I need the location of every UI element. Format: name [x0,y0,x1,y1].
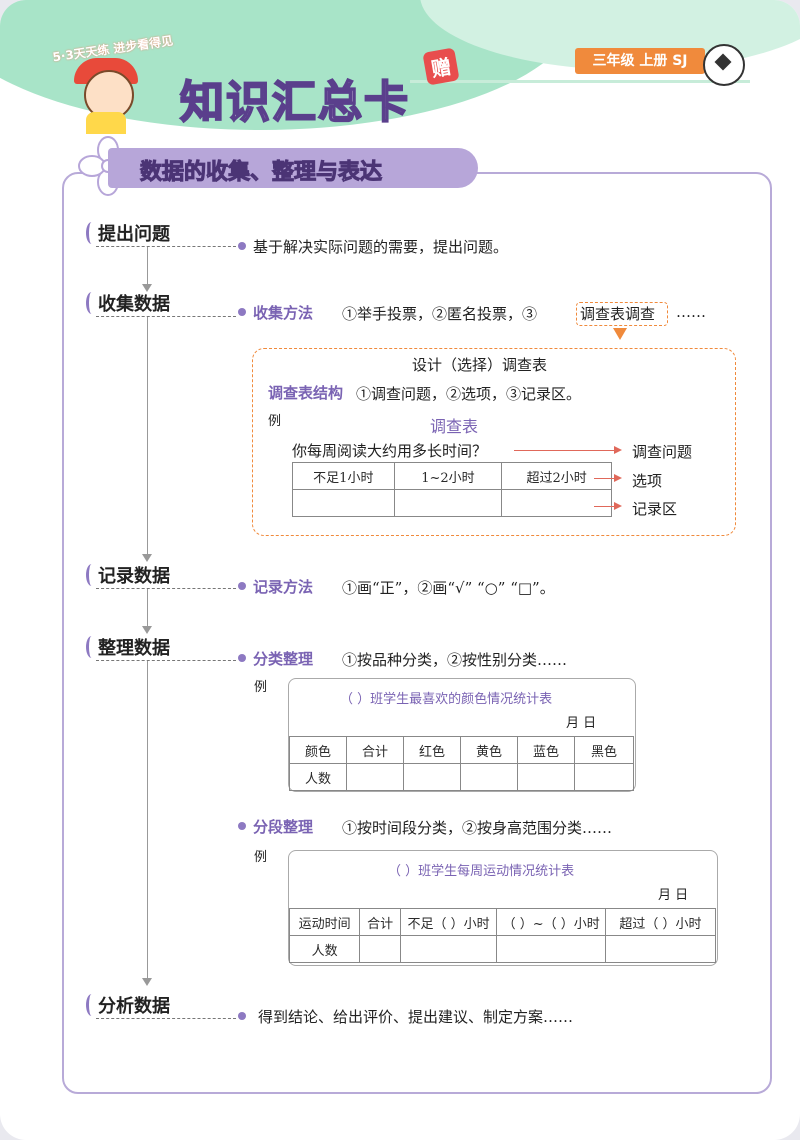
method-text: ①画“正”，②画“√” “○” “□”。 [342,579,555,597]
data-cell [604,935,717,963]
header-cell: 红色 [403,736,461,764]
bullet-dot [238,822,246,830]
step-label: 记录数据 [86,562,170,588]
down-arrow-icon [613,328,627,340]
section-title: 数据的收集、整理与表达 [139,160,383,186]
sport-table-frame [288,850,718,966]
section-banner [108,148,478,188]
flow-arrow [142,626,152,634]
survey-heading: 设计（选择）调查表 [412,356,548,374]
bullet-dot [238,582,246,590]
pointer-arrow [514,446,622,454]
color-table-frame [288,678,636,792]
record-cell [501,489,612,517]
leader-line [96,588,236,589]
date-field: 月 日 [566,716,597,731]
pointer-arrow [594,474,622,482]
step-label: 收集数据 [86,290,170,316]
step-label: 整理数据 [86,634,170,660]
step-description: 得到结论、给出评价、提出建议、制定方案…… [258,1008,574,1026]
bullet-dot [238,654,246,662]
record-cell [393,489,503,517]
leader-line [96,316,236,317]
header-cell: 运动时间 [288,908,361,936]
sport-table: 运动时间 合计 不足（ ）小时 （ ）~（ ）小时 超过（ ）小时 人数 [288,908,717,963]
method-tag: 记录方法 [253,578,314,596]
header-cell: 合计 [359,908,401,936]
segment-tag: 分段整理 [253,818,314,836]
classify-text: ①按品种分类，②按性别分类…… [342,651,568,669]
ellipsis: …… [676,303,706,321]
data-cell [517,763,575,791]
data-cell [460,763,518,791]
step-label: 分析数据 [86,992,170,1018]
bullet-dot [238,1012,246,1020]
step-description: 基于解决实际问题的需要，提出问题。 [253,238,509,256]
structure-text: ①调查问题，②选项，③记录区。 [356,385,582,403]
mascot-body [86,112,126,134]
header-cell: （ ）~（ ）小时 [496,908,606,936]
method-tag: 收集方法 [253,304,314,322]
option-cell: 1~2小时 [393,462,503,490]
record-cell [292,489,395,517]
flow-line [147,588,148,628]
step-label: 提出问题 [86,220,170,246]
row-label-cell: 人数 [289,763,347,791]
bullet-dot [238,242,246,250]
option-cell: 超过2小时 [501,462,612,490]
header-cell: 黑色 [574,736,634,764]
pointer-arrow [594,502,622,510]
soccer-ball-icon [703,44,745,86]
structure-tag: 调查表结构 [268,384,344,402]
leader-line [96,660,236,661]
date-field: 月 日 [658,888,689,903]
header-cell: 合计 [346,736,404,764]
annotation-record: 记录区 [632,500,678,518]
header-cell: 超过（ ）小时 [604,908,717,936]
leader-line [96,246,236,247]
flow-arrow [142,978,152,986]
page-title: 知识汇总卡 [179,76,410,129]
example-label: 例 [268,414,282,429]
data-cell [399,935,498,963]
annotation-options: 选项 [632,472,663,490]
row-label-cell: 人数 [288,935,361,963]
survey-table-title: 调查表 [430,417,479,436]
highlight-text: 调查表调查 [580,305,656,323]
grade-badge: 三年级 上册 SJ [575,48,705,74]
flow-arrow [142,554,152,562]
data-cell [403,763,461,791]
color-table-title: （ ）班学生最喜欢的颜色情况统计表 [340,692,553,707]
survey-table: 不足1小时 1~2小时 超过2小时 [292,462,612,517]
segment-text: ①按时间段分类，②按身高范围分类…… [342,819,613,837]
flow-arrow [142,284,152,292]
classify-tag: 分类整理 [253,650,314,668]
survey-design-box [252,348,736,536]
data-cell [346,763,404,791]
data-cell [359,935,401,963]
highlight-box [576,302,668,326]
example-label: 例 [254,850,268,865]
option-cell: 不足1小时 [292,462,395,490]
bullet-dot [238,308,246,316]
header-cell: 颜色 [289,736,347,764]
annotation-question: 调查问题 [632,443,693,461]
header-divider [410,80,750,83]
data-cell [574,763,634,791]
flow-line [147,316,148,556]
flow-line [147,246,148,286]
sport-table-title: （ ）班学生每周运动情况统计表 [388,864,575,879]
header-cell: 蓝色 [517,736,575,764]
leader-line [96,1018,236,1019]
method-text: ①举手投票，②匿名投票，③ [342,305,538,323]
header-cell: 不足（ ）小时 [399,908,498,936]
survey-question: 你每周阅读大约用多长时间？ [292,442,488,460]
example-label: 例 [254,680,268,695]
color-table: 颜色 合计 红色 黄色 蓝色 黑色 人数 [289,736,634,791]
gift-badge: 赠 [422,47,460,86]
header-cell: 黄色 [460,736,518,764]
flow-line [147,660,148,980]
data-cell [496,935,606,963]
